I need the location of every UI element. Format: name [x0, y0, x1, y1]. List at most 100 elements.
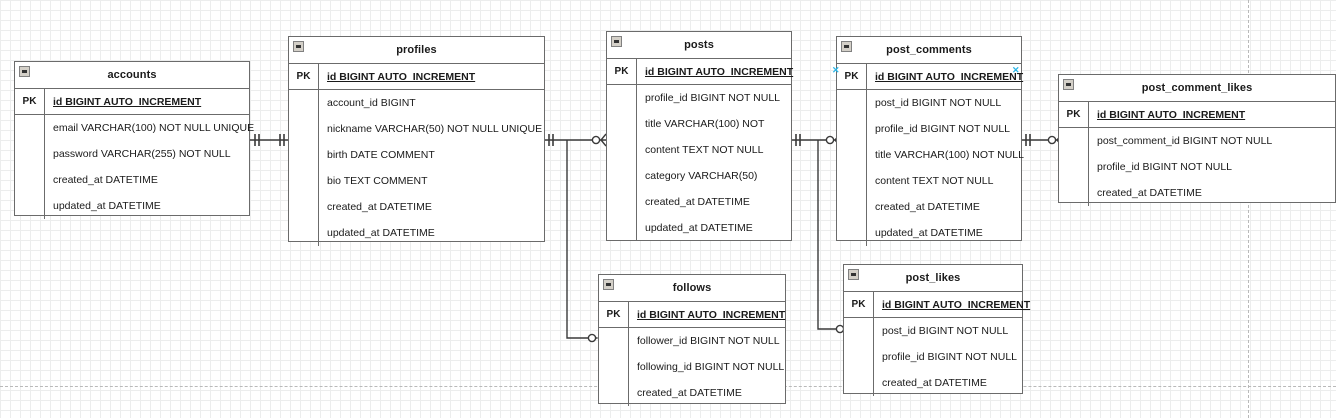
attribute-row[interactable]: content TEXT NOT NULL [837, 168, 1021, 194]
attribute-row[interactable]: created_at DATETIME [1059, 180, 1335, 206]
attribute-row[interactable]: following_id BIGINT NOT NULL [599, 354, 785, 380]
entity-profiles[interactable]: profiles PK id BIGINT AUTO_INCREMENT acc… [288, 36, 545, 246]
attribute-row[interactable]: profile_id BIGINT NOT NULL [837, 116, 1021, 142]
key-label [844, 318, 874, 344]
attribute-row[interactable]: account_id BIGINT [289, 90, 544, 116]
entity-post-comment-likes[interactable]: post_comment_likes PK id BIGINT AUTO_INC… [1058, 74, 1336, 206]
entity-title: post_comment_likes [1141, 82, 1253, 94]
key-label [1059, 154, 1089, 180]
entity-header-post-likes: post_likes [844, 265, 1022, 292]
attribute-row-pk[interactable]: PK id BIGINT AUTO_INCREMENT [844, 292, 1030, 318]
key-label [607, 215, 637, 241]
entity-post-comments[interactable]: post_comments PK id BIGINT AUTO_INCREMEN… [836, 36, 1024, 246]
collapse-minus-icon[interactable] [603, 279, 614, 290]
key-label [289, 168, 319, 194]
attribute-row[interactable]: title VARCHAR(100) NOT NULL [837, 142, 1024, 168]
attribute-name: email VARCHAR(100) NOT NULL UNIQUE [53, 122, 255, 134]
key-label [289, 220, 319, 246]
attribute-row[interactable]: updated_at DATETIME [15, 193, 249, 219]
attribute-name: id BIGINT AUTO_INCREMENT [882, 298, 1031, 311]
attribute-row[interactable]: profile_id BIGINT NOT NULL [607, 85, 791, 111]
attribute-row[interactable]: created_at DATETIME [289, 194, 544, 220]
key-label [15, 115, 45, 141]
attribute-row-pk[interactable]: PK id BIGINT AUTO_INCREMENT [289, 64, 544, 90]
page-break-vertical [1248, 0, 1249, 418]
attribute-row[interactable]: profile_id BIGINT NOT NULL [844, 344, 1022, 370]
relationship-profiles-posts[interactable] [545, 125, 610, 155]
collapse-minus-icon[interactable] [19, 66, 30, 77]
pk-label: PK [15, 89, 45, 114]
attribute-row[interactable]: created_at DATETIME [837, 194, 1021, 220]
attribute-name: created_at DATETIME [1097, 187, 1202, 199]
entity-title: post_comments [886, 44, 972, 56]
attribute-row-pk[interactable]: PK id BIGINT AUTO_INCREMENT [15, 89, 249, 115]
attribute-name: account_id BIGINT [327, 97, 416, 109]
key-label [15, 193, 45, 219]
key-label [837, 168, 867, 194]
entity-title: follows [672, 282, 712, 294]
attribute-name: post_id BIGINT NOT NULL [875, 97, 1002, 109]
attribute-row[interactable]: birth DATE COMMENT [289, 142, 544, 168]
collapse-minus-icon[interactable] [841, 41, 852, 52]
attribute-name: birth DATE COMMENT [327, 149, 435, 161]
key-label [837, 194, 867, 220]
attribute-row[interactable]: content TEXT NOT NULL [607, 137, 791, 163]
key-label [289, 194, 319, 220]
attribute-name: updated_at DATETIME [327, 227, 435, 239]
entity-accounts[interactable]: accounts PK id BIGINT AUTO_INCREMENT ema… [14, 61, 254, 219]
attribute-row[interactable]: created_at DATETIME [599, 380, 785, 406]
collapse-minus-icon[interactable] [611, 36, 622, 47]
attribute-row-pk[interactable]: PK id BIGINT AUTO_INCREMENT [599, 302, 785, 328]
post-comments-right-anchor[interactable]: ✕ [1012, 65, 1020, 75]
attribute-row-pk[interactable]: PK id BIGINT AUTO_INCREMENT [607, 59, 793, 85]
relationship-accounts-profiles[interactable] [250, 125, 290, 155]
attribute-name: profile_id BIGINT NOT NULL [645, 92, 780, 104]
attribute-row[interactable]: updated_at DATETIME [837, 220, 1021, 246]
key-label [607, 85, 637, 111]
key-label [844, 370, 874, 396]
attribute-row[interactable]: created_at DATETIME [15, 167, 249, 193]
entity-post-likes[interactable]: post_likes PK id BIGINT AUTO_INCREMENT p… [843, 264, 1030, 396]
attribute-name: created_at DATETIME [53, 174, 158, 186]
attribute-row[interactable]: nickname VARCHAR(50) NOT NULL UNIQUE [289, 116, 544, 142]
attribute-row[interactable]: updated_at DATETIME [289, 220, 544, 246]
attribute-row[interactable]: post_comment_id BIGINT NOT NULL [1059, 128, 1335, 154]
attribute-row[interactable]: updated_at DATETIME [607, 215, 791, 241]
pk-label: PK [289, 64, 319, 89]
attribute-row[interactable]: follower_id BIGINT NOT NULL [599, 328, 785, 354]
post-comments-left-anchor[interactable]: ✕ [832, 65, 840, 75]
pk-label: PK [844, 292, 874, 317]
key-label [607, 137, 637, 163]
attribute-name: updated_at DATETIME [645, 222, 753, 234]
attribute-row[interactable]: password VARCHAR(255) NOT NULL [15, 141, 249, 167]
attribute-row-pk[interactable]: PK id BIGINT AUTO_INCREMENT [837, 64, 1023, 90]
entity-follows[interactable]: follows PK id BIGINT AUTO_INCREMENT foll… [598, 274, 786, 406]
attribute-row[interactable]: post_id BIGINT NOT NULL [837, 90, 1021, 116]
key-label [599, 380, 629, 406]
key-label [599, 354, 629, 380]
attribute-name: profile_id BIGINT NOT NULL [1097, 161, 1232, 173]
pk-label: PK [599, 302, 629, 327]
attribute-name: post_comment_id BIGINT NOT NULL [1097, 135, 1273, 147]
attribute-row[interactable]: profile_id BIGINT NOT NULL [1059, 154, 1335, 180]
collapse-minus-icon[interactable] [293, 41, 304, 52]
key-label [15, 141, 45, 167]
attribute-name: created_at DATETIME [637, 387, 742, 399]
attribute-row[interactable]: created_at DATETIME [607, 189, 791, 215]
attribute-row[interactable]: category VARCHAR(50) [607, 163, 791, 189]
entity-header-posts: posts [607, 32, 791, 59]
entity-posts[interactable]: posts PK id BIGINT AUTO_INCREMENT profil… [606, 31, 793, 241]
attribute-row[interactable]: bio TEXT COMMENT [289, 168, 544, 194]
attribute-row[interactable]: created_at DATETIME [844, 370, 1022, 396]
collapse-minus-icon[interactable] [848, 269, 859, 280]
entity-title: post_likes [905, 272, 961, 284]
attribute-row-pk[interactable]: PK id BIGINT AUTO_INCREMENT [1059, 102, 1335, 128]
collapse-minus-icon[interactable] [1063, 79, 1074, 90]
attribute-row[interactable]: post_id BIGINT NOT NULL [844, 318, 1022, 344]
pk-label: PK [837, 64, 867, 89]
attribute-row[interactable]: title VARCHAR(100) NOT [607, 111, 791, 137]
key-label [837, 90, 867, 116]
attribute-row[interactable]: email VARCHAR(100) NOT NULL UNIQUE [15, 115, 254, 141]
attribute-name: content TEXT NOT NULL [875, 175, 994, 187]
